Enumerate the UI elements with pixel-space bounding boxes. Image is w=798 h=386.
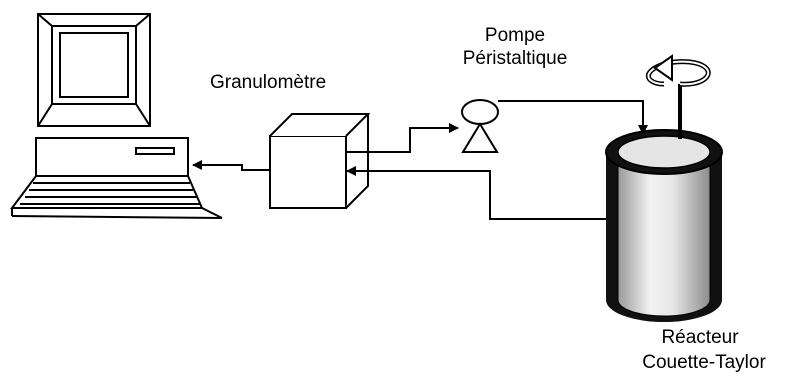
granulometer-label: Granulomètre — [210, 72, 327, 93]
arrow-return-to-granulometer — [346, 166, 615, 220]
rotation-arrow-icon — [645, 54, 711, 87]
arrow-to-pump — [346, 123, 459, 153]
reactor-label-line1: Réacteur — [661, 327, 739, 348]
pump-label-line1: Pompe — [484, 25, 546, 46]
reactor-cylinder-icon — [605, 84, 723, 322]
computer-icon — [10, 13, 223, 219]
arrow-to-reactor — [498, 100, 648, 135]
connections — [192, 100, 648, 220]
arrow-to-computer — [192, 160, 270, 171]
reactor-label-line2: Couette-Taylor — [642, 352, 766, 373]
peristaltic-pump-icon — [461, 99, 499, 153]
granulometer-box-icon — [269, 113, 371, 209]
pump-label-line2: Péristaltique — [462, 48, 568, 69]
